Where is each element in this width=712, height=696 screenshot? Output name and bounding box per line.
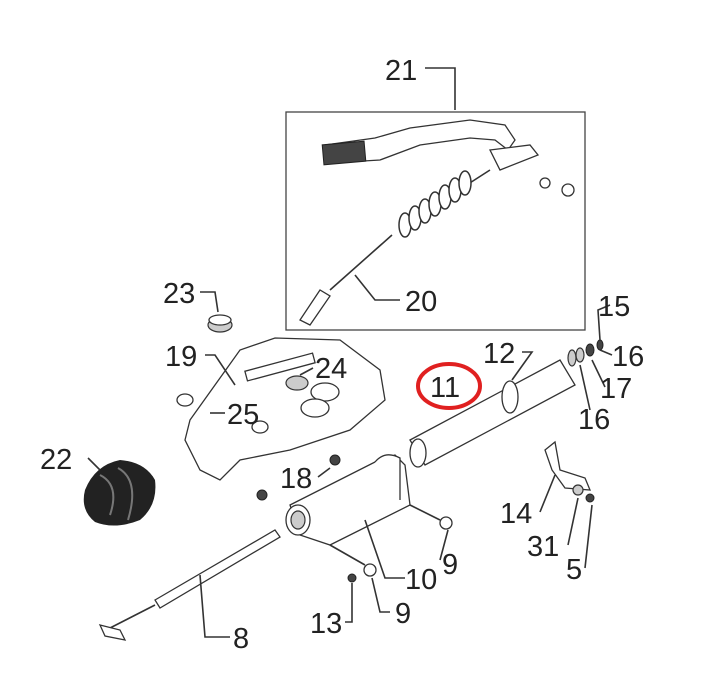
label-19: 19 <box>165 341 197 373</box>
part-19-cover[interactable] <box>184 337 386 481</box>
part-20-cable[interactable] <box>299 169 491 326</box>
label-14: 14 <box>500 498 532 530</box>
label-10: 10 <box>405 564 437 596</box>
label-11: 11 <box>430 372 460 404</box>
part-10-housing[interactable] <box>285 454 411 546</box>
inset-box <box>285 111 586 331</box>
part-22-boot[interactable] <box>83 460 156 526</box>
part-14-lever[interactable] <box>544 440 595 503</box>
part-21-lever[interactable] <box>321 119 575 197</box>
label-13: 13 <box>310 608 342 640</box>
label-9a: 9 <box>442 549 458 581</box>
label-25: 25 <box>227 399 259 431</box>
label-8: 8 <box>233 623 249 655</box>
part-labels: 21 20 23 19 24 25 22 18 11 12 15 16 17 1… <box>40 55 644 655</box>
label-5: 5 <box>566 554 582 586</box>
label-16a: 16 <box>612 341 644 373</box>
label-18: 18 <box>280 463 312 495</box>
part-25-plug[interactable] <box>176 393 269 434</box>
label-21: 21 <box>385 55 417 87</box>
label-20: 20 <box>405 286 437 318</box>
part-23-grommet[interactable] <box>207 314 233 333</box>
label-15: 15 <box>598 291 630 323</box>
label-24: 24 <box>315 353 347 385</box>
part-8-rod[interactable] <box>98 529 281 641</box>
label-12: 12 <box>483 338 515 370</box>
label-17: 17 <box>600 373 632 405</box>
label-22: 22 <box>40 444 72 476</box>
part-24-grommet[interactable] <box>285 375 340 418</box>
part-15-17-washers[interactable] <box>567 339 604 367</box>
leader-lines <box>87 67 613 638</box>
label-31: 31 <box>527 531 559 563</box>
part-12-ring[interactable] <box>501 380 519 414</box>
label-16b: 16 <box>578 404 610 436</box>
highlight-circle <box>416 362 482 410</box>
label-23: 23 <box>163 278 195 310</box>
fasteners <box>256 454 453 583</box>
label-9b: 9 <box>395 598 411 630</box>
